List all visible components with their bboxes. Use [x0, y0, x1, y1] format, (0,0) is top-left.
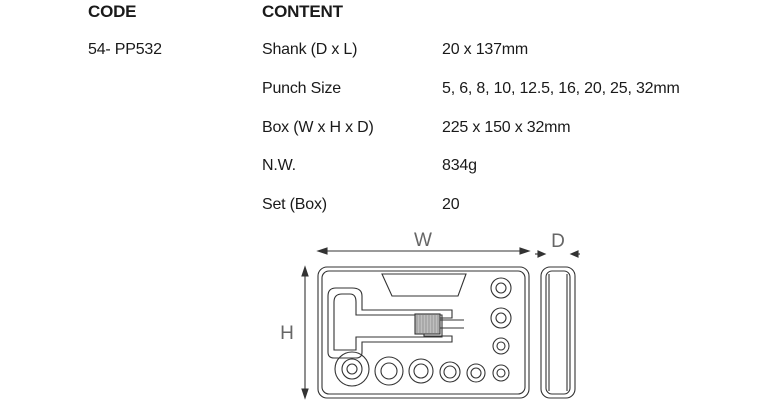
spec-label-shank: Shank (D x L) [262, 41, 358, 58]
spec-value-nw: 834g [442, 157, 477, 174]
spec-value-set: 20 [442, 196, 460, 213]
spec-value-punch-size: 5, 6, 8, 10, 12.5, 16, 20, 25, 32mm [442, 80, 680, 97]
height-dimension [301, 265, 309, 400]
spec-label-punch-size: Punch Size [262, 80, 341, 97]
spec-value-shank: 20 x 137mm [442, 41, 529, 58]
product-code: 54- PP532 [88, 41, 162, 58]
code-header: CODE [88, 2, 137, 21]
spec-value-box: 225 x 150 x 32mm [442, 119, 571, 136]
depth-dimension [535, 250, 580, 258]
content-header: CONTENT [262, 2, 343, 21]
case-front-view [317, 266, 530, 399]
width-label: W [414, 230, 432, 251]
depth-label: D [551, 231, 565, 252]
spec-label-set: Set (Box) [262, 196, 327, 213]
case-side-view [540, 266, 576, 399]
spec-label-box: Box (W x H x D) [262, 119, 374, 136]
width-dimension [316, 247, 531, 255]
height-label: H [280, 323, 294, 344]
spec-label-nw: N.W. [262, 157, 296, 174]
